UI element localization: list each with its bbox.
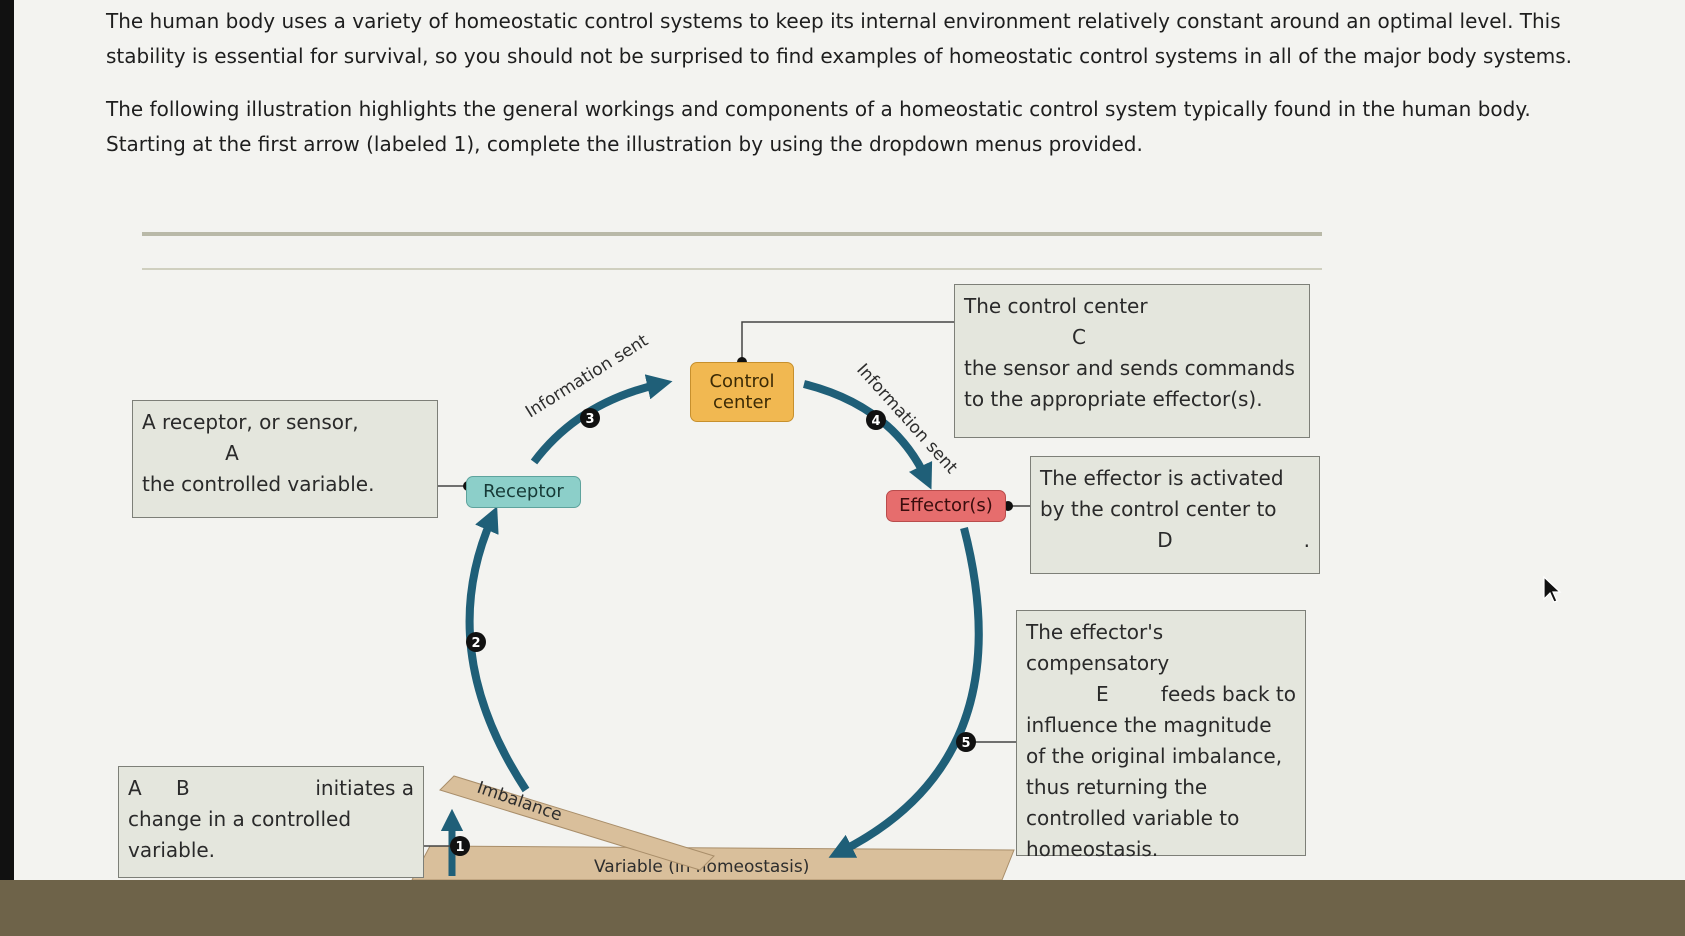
- control-center-node: Control center: [690, 362, 794, 422]
- receptor-node: Receptor: [466, 476, 581, 508]
- imbalance-band: [439, 775, 715, 871]
- effector-description-box: The effector is activated by the control…: [1030, 456, 1320, 574]
- homeostasis-diagram: Variable (in homeostasis) Imbalance Info…: [411, 321, 1030, 880]
- svg-text:1: 1: [455, 840, 464, 855]
- dropdown-d[interactable]: D: [1157, 528, 1173, 552]
- divider-line: [142, 232, 1322, 236]
- step-marker-5: 5: [956, 732, 976, 752]
- variable-band: [411, 845, 1015, 880]
- feedback-description-box: The effector's compensatory E feeds back…: [1016, 610, 1306, 861]
- svg-text:4: 4: [871, 414, 880, 429]
- connector-control-box: [741, 321, 968, 362]
- monitor-bezel-bottom: [0, 880, 1685, 936]
- control-center-description-box: The control center C the sensor and send…: [954, 284, 1310, 438]
- receptor-description-box: A receptor, or sensor, A the controlled …: [132, 400, 438, 518]
- step-marker-2: 2: [466, 632, 486, 652]
- monitor-bezel-left: [0, 0, 14, 936]
- intro-paragraph-1: The human body uses a variety of homeost…: [106, 9, 1573, 68]
- svg-text:2: 2: [471, 636, 480, 651]
- dropdown-a[interactable]: A: [225, 441, 239, 465]
- stimulus-description-box: A B initiates a change in a controlled v…: [118, 766, 424, 878]
- step-marker-3: 3: [580, 408, 600, 428]
- intro-paragraph-2: The following illustration highlights th…: [106, 97, 1531, 156]
- dropdown-c[interactable]: C: [1072, 325, 1086, 349]
- step5-arrow: [828, 527, 983, 858]
- svg-text:5: 5: [961, 736, 970, 751]
- dropdown-b[interactable]: B: [176, 776, 190, 800]
- step2-arrow: [465, 506, 530, 793]
- divider-line-secondary: [142, 268, 1322, 270]
- mouse-cursor-icon: [1543, 575, 1562, 603]
- effector-node: Effector(s): [886, 490, 1006, 522]
- step-marker-1: 1: [450, 836, 470, 856]
- step-marker-4: 4: [866, 410, 886, 430]
- browser-content: The human body uses a variety of homeost…: [14, 0, 1685, 880]
- svg-text:3: 3: [585, 412, 594, 427]
- dropdown-e[interactable]: E: [1096, 682, 1109, 706]
